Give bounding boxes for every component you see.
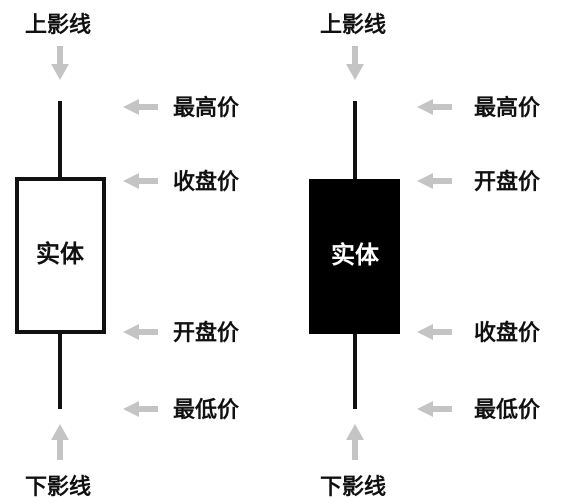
arrow-left-icon [417,401,452,417]
arrow-left-icon [417,173,452,189]
arrow-up-icon [346,424,364,460]
lower-shadow-label: 下影线 [25,474,91,497]
close-price-label: 收盘价 [474,320,541,346]
open-price-label: 开盘价 [173,320,240,346]
high-price-label: 最高价 [173,95,240,121]
arrow-left-icon [123,173,158,189]
bearish-candle-body [309,179,400,334]
bearish-candlestick: 上影线 实体 下影线 最高价 开盘价 收盘价 [309,12,541,497]
arrow-left-icon [417,324,452,340]
body-label: 实体 [36,240,85,268]
arrow-left-icon [123,401,158,417]
arrow-left-icon [123,324,158,340]
open-price-label: 开盘价 [474,169,541,195]
body-label: 实体 [331,241,380,269]
arrow-down-icon [51,46,69,80]
low-price-label: 最低价 [474,398,541,423]
arrow-up-icon [51,424,69,460]
close-price-label: 收盘价 [173,169,240,195]
lower-shadow-label: 下影线 [320,474,386,497]
upper-shadow-label: 上影线 [25,12,91,38]
arrow-left-icon [417,99,452,115]
bullish-candlestick: 上影线 实体 下影线 最高价 收盘价 开盘价 [15,12,240,497]
upper-shadow-label: 上影线 [320,12,386,38]
arrow-down-icon [346,46,364,80]
arrow-left-icon [123,99,158,115]
high-price-label: 最高价 [474,95,541,121]
low-price-label: 最低价 [173,398,240,423]
